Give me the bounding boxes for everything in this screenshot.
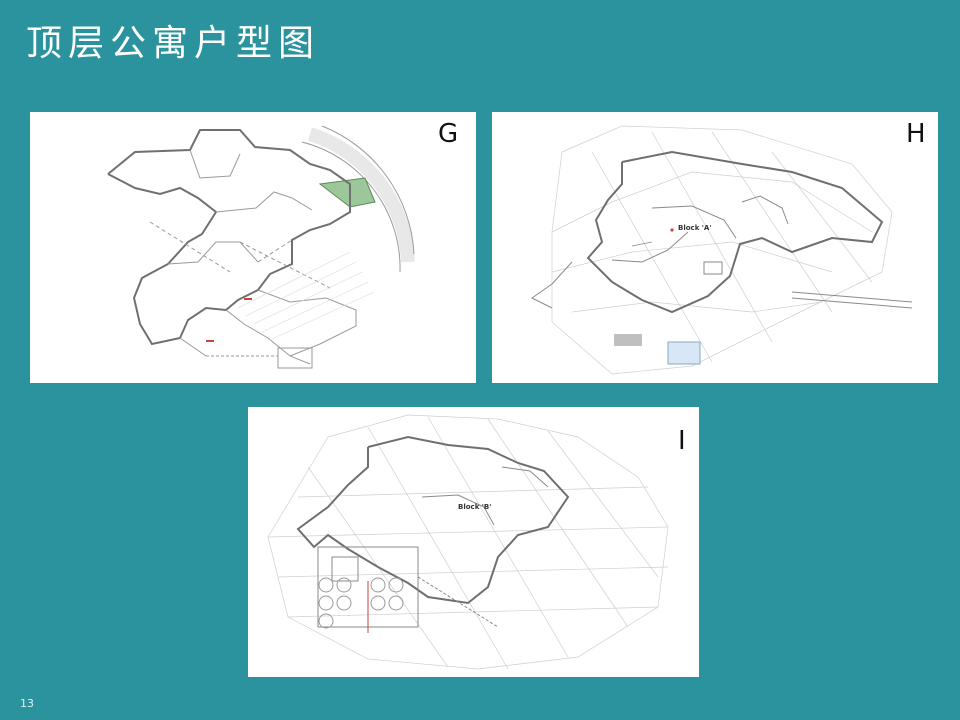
floor-plan-i-panel: Block 'B' I <box>248 407 699 677</box>
floor-plan-image: Block 'A' <box>531 125 913 375</box>
floor-plan-h-panel: Block 'A' H <box>492 112 938 383</box>
floor-plan-image: Block 'B' <box>267 414 669 670</box>
block-b-label: Block 'B' <box>458 503 491 511</box>
floor-plan-g-panel: G <box>30 112 476 383</box>
slide-title: 顶层公寓户型图 <box>26 23 321 64</box>
page-number: 13 <box>20 697 34 710</box>
plan-label-g: G <box>438 119 459 149</box>
plan-label-h: H <box>906 119 926 149</box>
floor-plan-image <box>107 125 415 369</box>
block-a-label: Block 'A' <box>678 224 712 232</box>
plan-label-i: I <box>678 426 686 456</box>
